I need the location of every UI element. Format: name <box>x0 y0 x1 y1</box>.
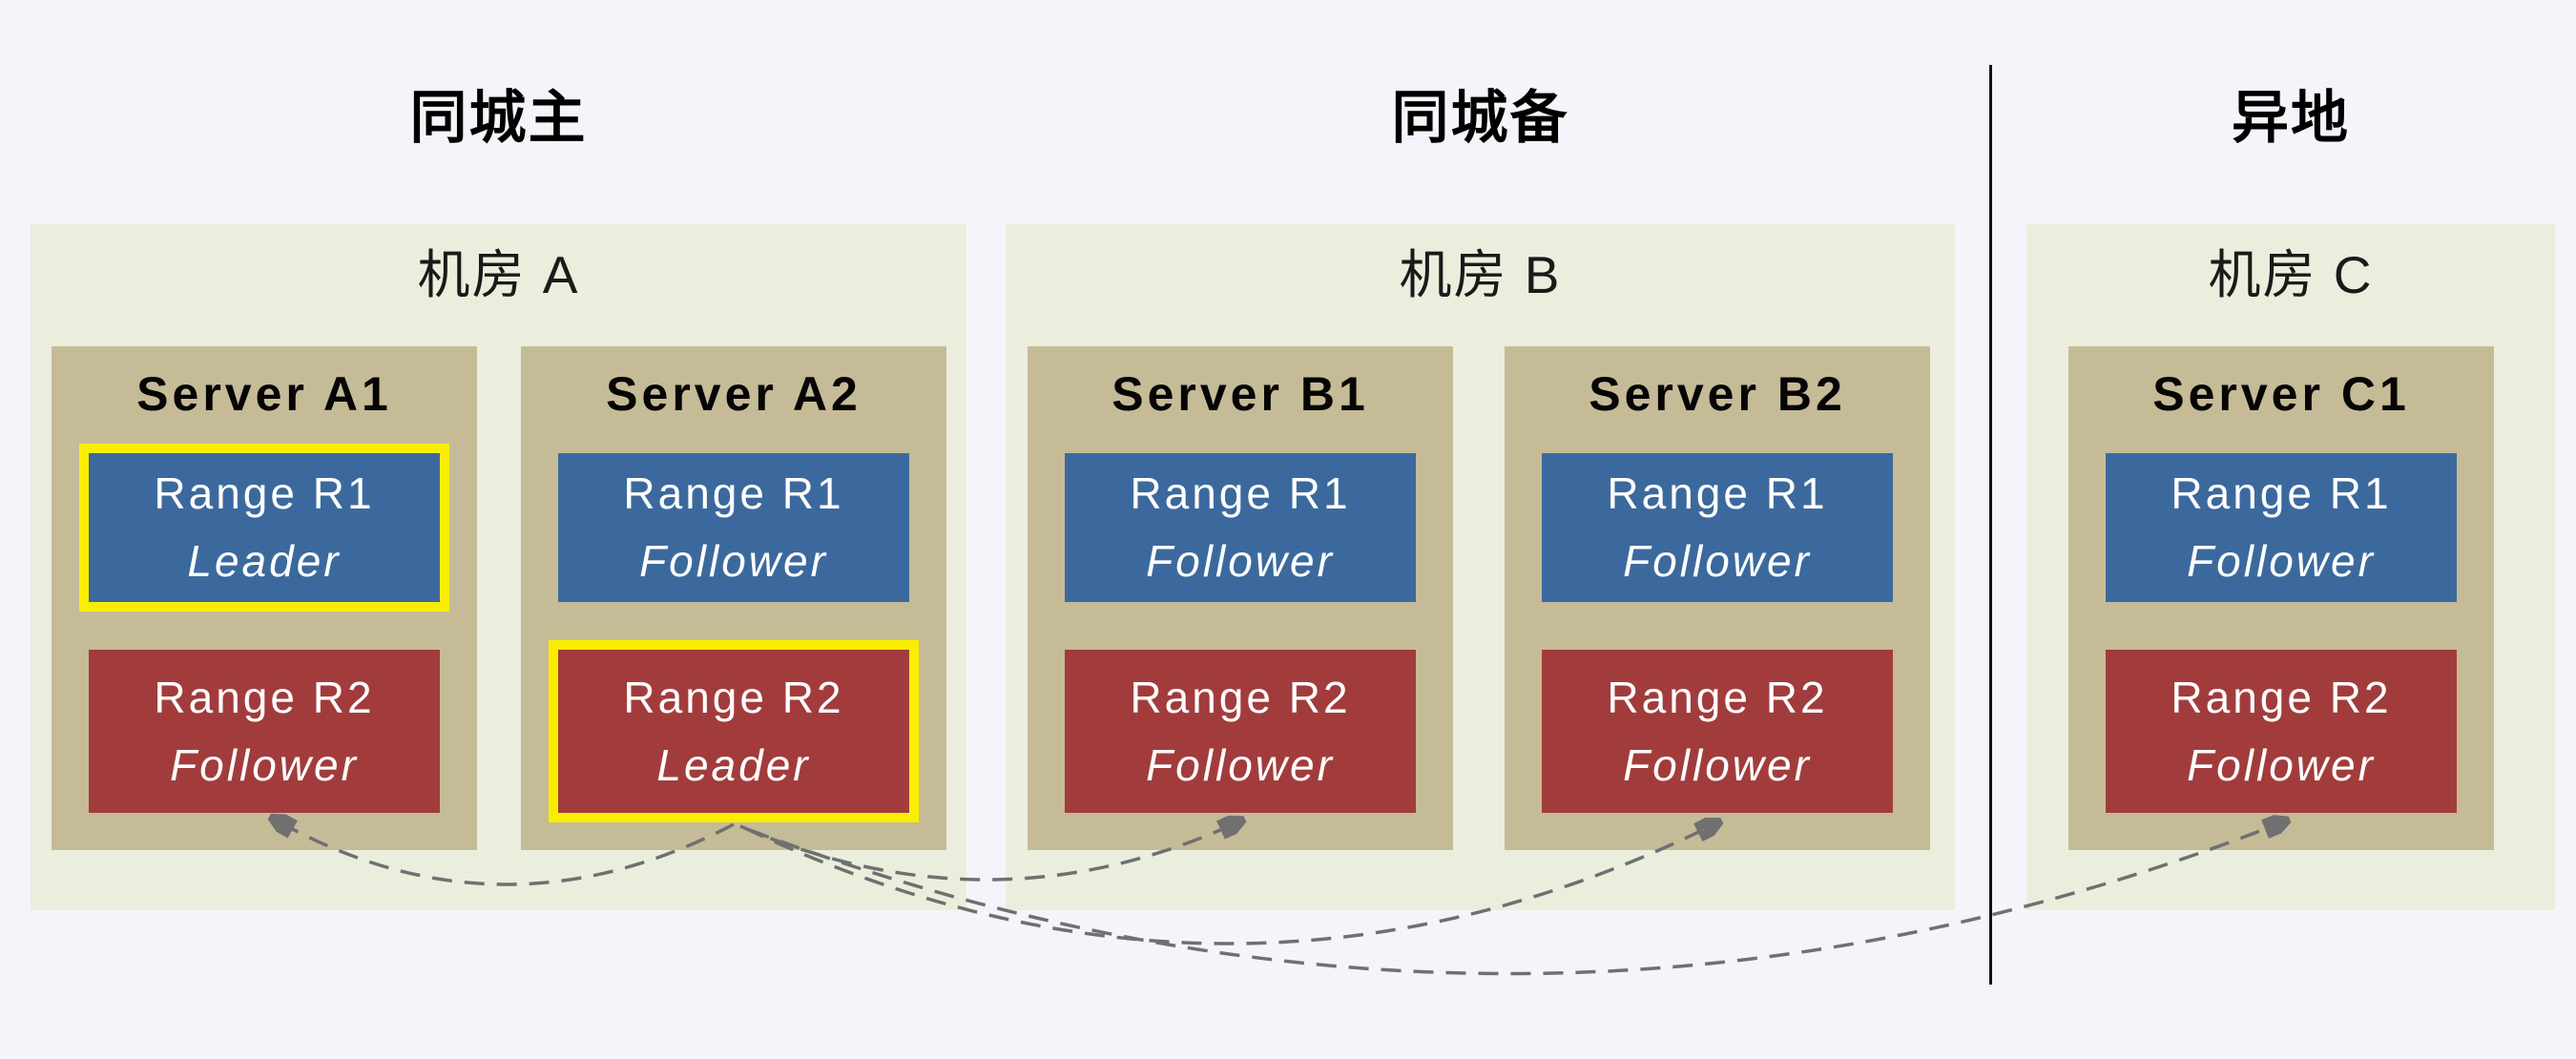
datacenter-c: 机房 C Server C1 Range R1 Follower Range R… <box>2026 224 2555 910</box>
range-role: Follower <box>170 739 359 790</box>
server-b2: Server B2 Range R1 Follower Range R2 Fol… <box>1505 346 1930 850</box>
range-label: Range R1 <box>1130 468 1351 518</box>
range-role: Leader <box>187 536 342 586</box>
datacenter-c-title: 机房 C <box>2208 245 2374 304</box>
server-b1-title: Server B1 <box>1111 367 1369 421</box>
range-r1-follower-b1: Range R1 Follower <box>1065 453 1416 602</box>
range-r2-follower-b1: Range R2 Follower <box>1065 650 1416 813</box>
range-label: Range R1 <box>2171 468 2392 518</box>
server-a1-title: Server A1 <box>136 367 392 421</box>
range-r1-follower-b2: Range R1 Follower <box>1542 453 1893 602</box>
server-a2-title: Server A2 <box>606 367 862 421</box>
datacenter-a-title: 机房 A <box>417 245 580 304</box>
server-a2: Server A2 Range R1 Follower Range R2 Lea… <box>521 346 946 850</box>
server-c1: Server C1 Range R1 Follower Range R2 Fol… <box>2068 346 2494 850</box>
datacenter-b-title: 机房 B <box>1399 245 1562 304</box>
range-label: Range R1 <box>1607 468 1828 518</box>
range-r1-follower-c1: Range R1 Follower <box>2106 453 2457 602</box>
server-b1: Server B1 Range R1 Follower Range R2 Fol… <box>1028 346 1453 850</box>
range-role: Follower <box>639 536 828 586</box>
datacenter-b: 机房 B Server B1 Range R1 Follower Range R… <box>1006 224 1955 910</box>
range-role: Follower <box>1623 536 1812 586</box>
range-label: Range R2 <box>1130 672 1351 722</box>
range-r2-follower-a1: Range R2 Follower <box>89 650 440 813</box>
range-label: Range R2 <box>2171 672 2392 722</box>
range-r2-follower-b2: Range R2 Follower <box>1542 650 1893 813</box>
range-r1-leader-a1: Range R1 Leader <box>89 453 440 602</box>
datacenter-a: 机房 A Server A1 Range R1 Leader Range R2 … <box>31 224 966 910</box>
range-role: Follower <box>1146 536 1335 586</box>
range-label: Range R1 <box>623 468 844 518</box>
range-role: Follower <box>1623 739 1812 790</box>
range-role: Follower <box>2187 536 2376 586</box>
zone-divider-line <box>1989 65 1992 985</box>
range-r2-leader-a2: Range R2 Leader <box>558 650 909 813</box>
range-role: Leader <box>656 739 811 790</box>
range-label: Range R2 <box>623 672 844 722</box>
server-c1-title: Server C1 <box>2152 367 2410 421</box>
server-a1: Server A1 Range R1 Leader Range R2 Follo… <box>52 346 477 850</box>
range-label: Range R2 <box>154 672 375 722</box>
range-r1-follower-a2: Range R1 Follower <box>558 453 909 602</box>
zone-label-remote: 异地 <box>2232 85 2350 150</box>
range-label: Range R1 <box>154 468 375 518</box>
range-label: Range R2 <box>1607 672 1828 722</box>
zone-label-secondary: 同城备 <box>1391 85 1569 150</box>
server-b2-title: Server B2 <box>1589 367 1846 421</box>
range-role: Follower <box>1146 739 1335 790</box>
range-r2-follower-c1: Range R2 Follower <box>2106 650 2457 813</box>
zone-label-primary: 同城主 <box>409 85 588 150</box>
range-role: Follower <box>2187 739 2376 790</box>
